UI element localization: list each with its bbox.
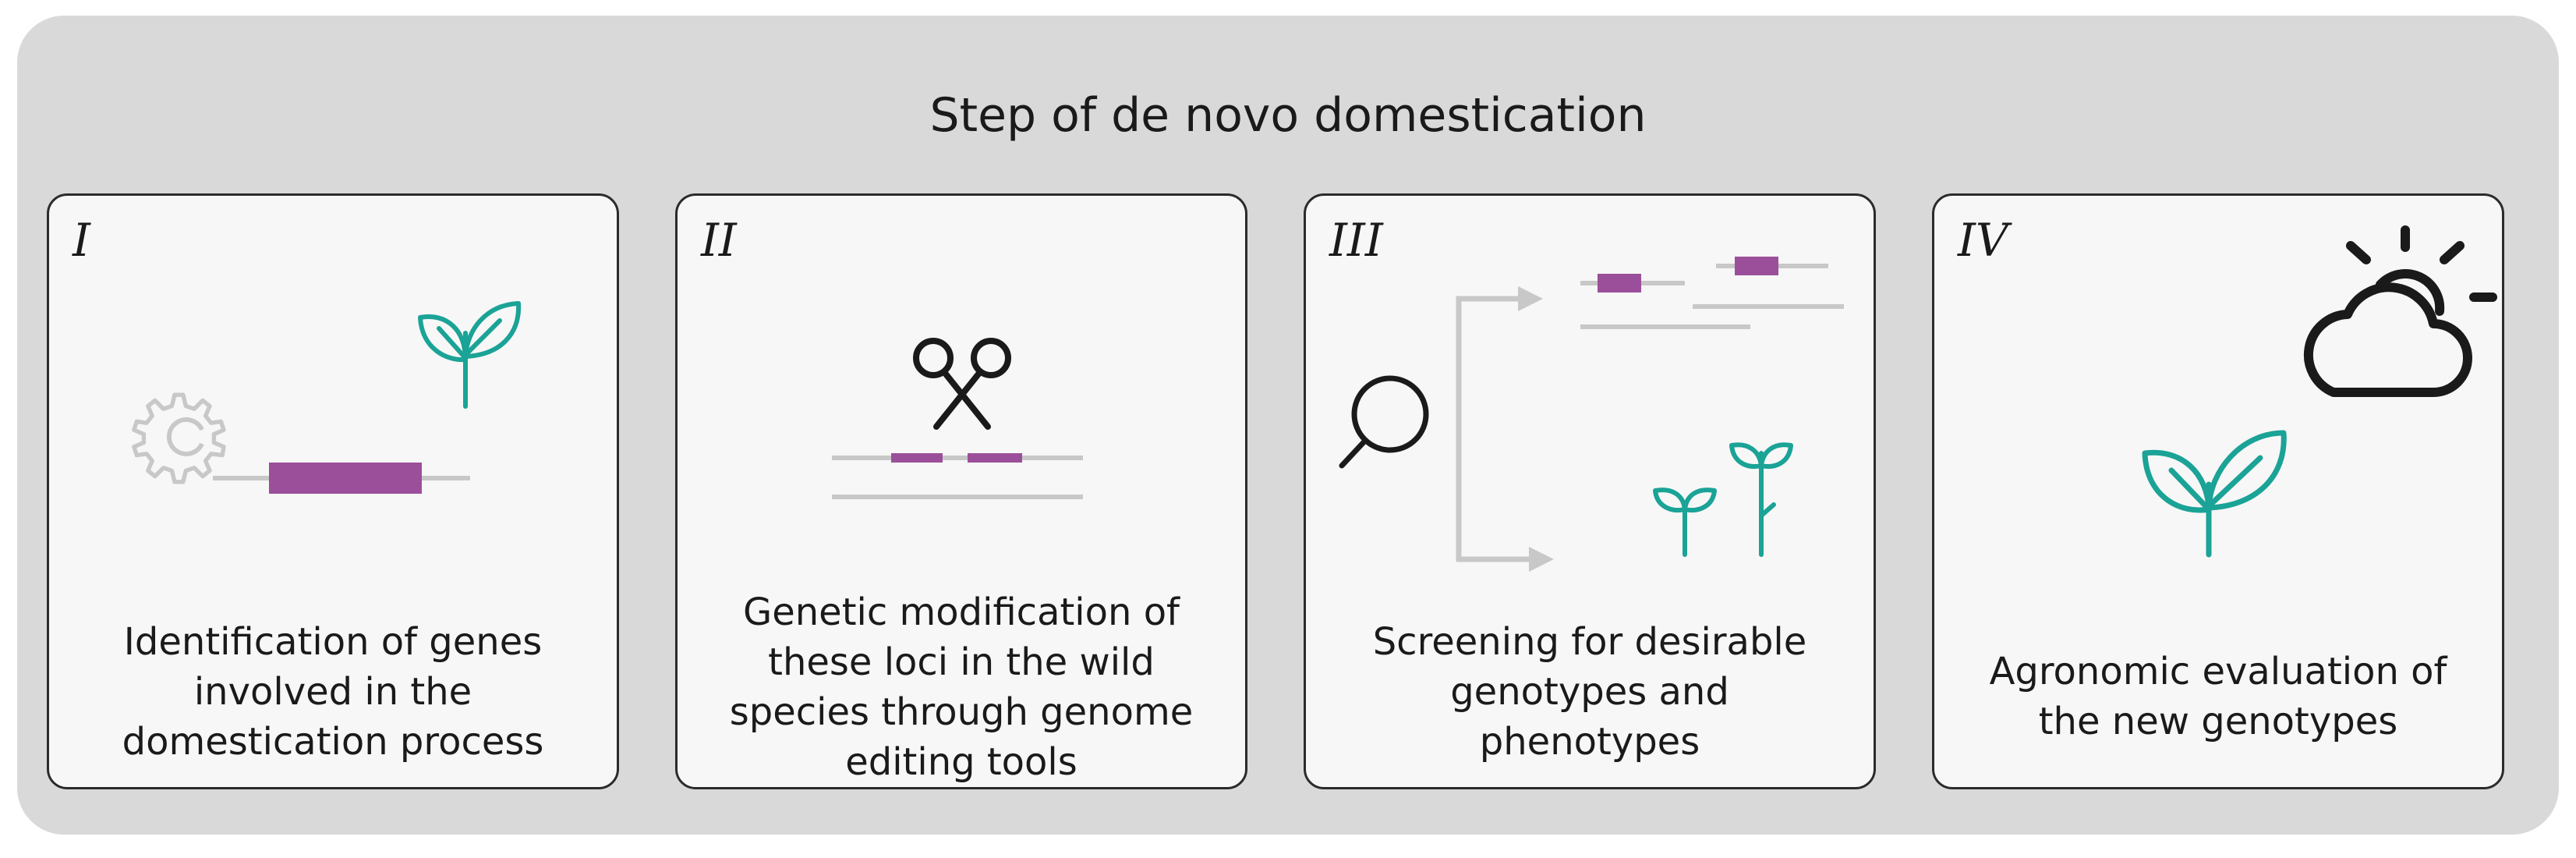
- magnifier-icon: [1339, 375, 1429, 469]
- step-numeral: I: [73, 214, 90, 267]
- gear-icon: [132, 392, 226, 484]
- step-1-illustration: [132, 301, 522, 494]
- seedling-icon: [1653, 442, 1793, 557]
- step-card-4: IV Agronomic evaluation of the new genot…: [1932, 193, 2504, 789]
- diagram-title: Step of de novo domestication: [929, 88, 1647, 143]
- cloud-sun-icon: [2303, 225, 2497, 397]
- plant-icon: [2142, 430, 2287, 558]
- gene-segment-icon: [1580, 257, 1844, 329]
- step-card-2: II Genetic modification of these loci in…: [675, 193, 1247, 789]
- dna-strand-icon: [832, 453, 1083, 499]
- branch-arrow-icon: [1456, 286, 1554, 572]
- step-numeral: III: [1329, 214, 1383, 267]
- step-numeral: II: [701, 214, 737, 267]
- step-card-3: III Screening for des: [1304, 193, 1876, 789]
- step-4-illustration: [2142, 225, 2497, 558]
- step-numeral: IV: [1958, 214, 2008, 267]
- step-caption: Identification of genes involved in the …: [122, 620, 544, 764]
- step-caption: Agronomic evaluation of the new genotype…: [1989, 650, 2447, 743]
- sprout-icon: [418, 301, 522, 409]
- step-3-illustration: [1339, 257, 1844, 572]
- step-2-illustration: [832, 338, 1083, 499]
- step-caption: Genetic modification of these loci in th…: [729, 590, 1194, 784]
- scissors-icon: [913, 338, 1011, 430]
- step-card-1: I Identification of genes involved in th…: [47, 193, 619, 789]
- step-caption: Screening for desirable genotypes and ph…: [1372, 620, 1807, 764]
- gene-segment-icon: [213, 463, 470, 494]
